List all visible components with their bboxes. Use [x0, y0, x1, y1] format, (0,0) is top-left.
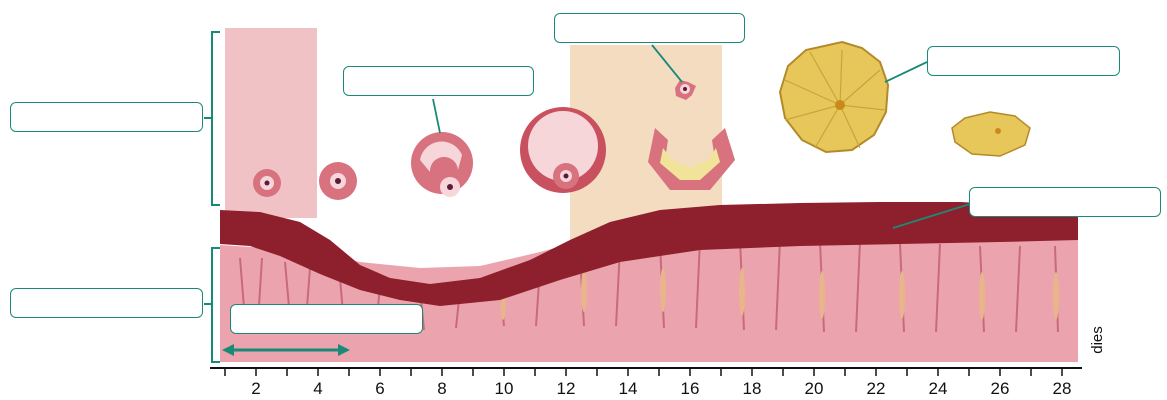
primary-follicle-2 [319, 162, 357, 200]
day-tick-22: 22 [867, 379, 886, 398]
menstruation-label-box[interactable] [230, 304, 423, 334]
day-tick-14: 14 [619, 379, 638, 398]
corpus-albicans [952, 112, 1030, 156]
day-tick-4: 4 [313, 379, 322, 398]
uterus-phase-label-box[interactable] [10, 288, 203, 318]
day-axis-ticks [225, 368, 1062, 376]
day-tick-12: 12 [557, 379, 576, 398]
day-tick-2: 2 [251, 379, 260, 398]
day-tick-28: 28 [1053, 379, 1072, 398]
day-tick-18: 18 [743, 379, 762, 398]
day-tick-6: 6 [375, 379, 384, 398]
uterus-bracket [204, 248, 220, 362]
secondary-follicle [411, 132, 473, 197]
follicle-label-box[interactable] [343, 66, 534, 96]
day-tick-10: 10 [495, 379, 514, 398]
primary-follicle-1 [253, 169, 281, 197]
day-tick-8: 8 [437, 379, 446, 398]
follicle-leader [433, 99, 440, 133]
day-tick-26: 26 [991, 379, 1010, 398]
corpus-luteum-label-box[interactable] [927, 46, 1120, 76]
ovary-bracket [204, 32, 220, 205]
corpus-luteum-leader [885, 62, 927, 82]
endometrium-label-box[interactable] [969, 187, 1161, 217]
day-tick-20: 20 [805, 379, 824, 398]
graafian-follicle [520, 107, 606, 193]
day-tick-labels: 2 4 6 8 10 12 14 16 18 20 22 24 26 28 [251, 379, 1071, 398]
day-tick-16: 16 [681, 379, 700, 398]
corpus-luteum [780, 42, 888, 152]
day-axis-unit: dies [1089, 326, 1106, 354]
ovulation-label-box[interactable] [554, 13, 745, 43]
ovary-phase-label-box[interactable] [10, 102, 203, 132]
day-tick-24: 24 [929, 379, 948, 398]
